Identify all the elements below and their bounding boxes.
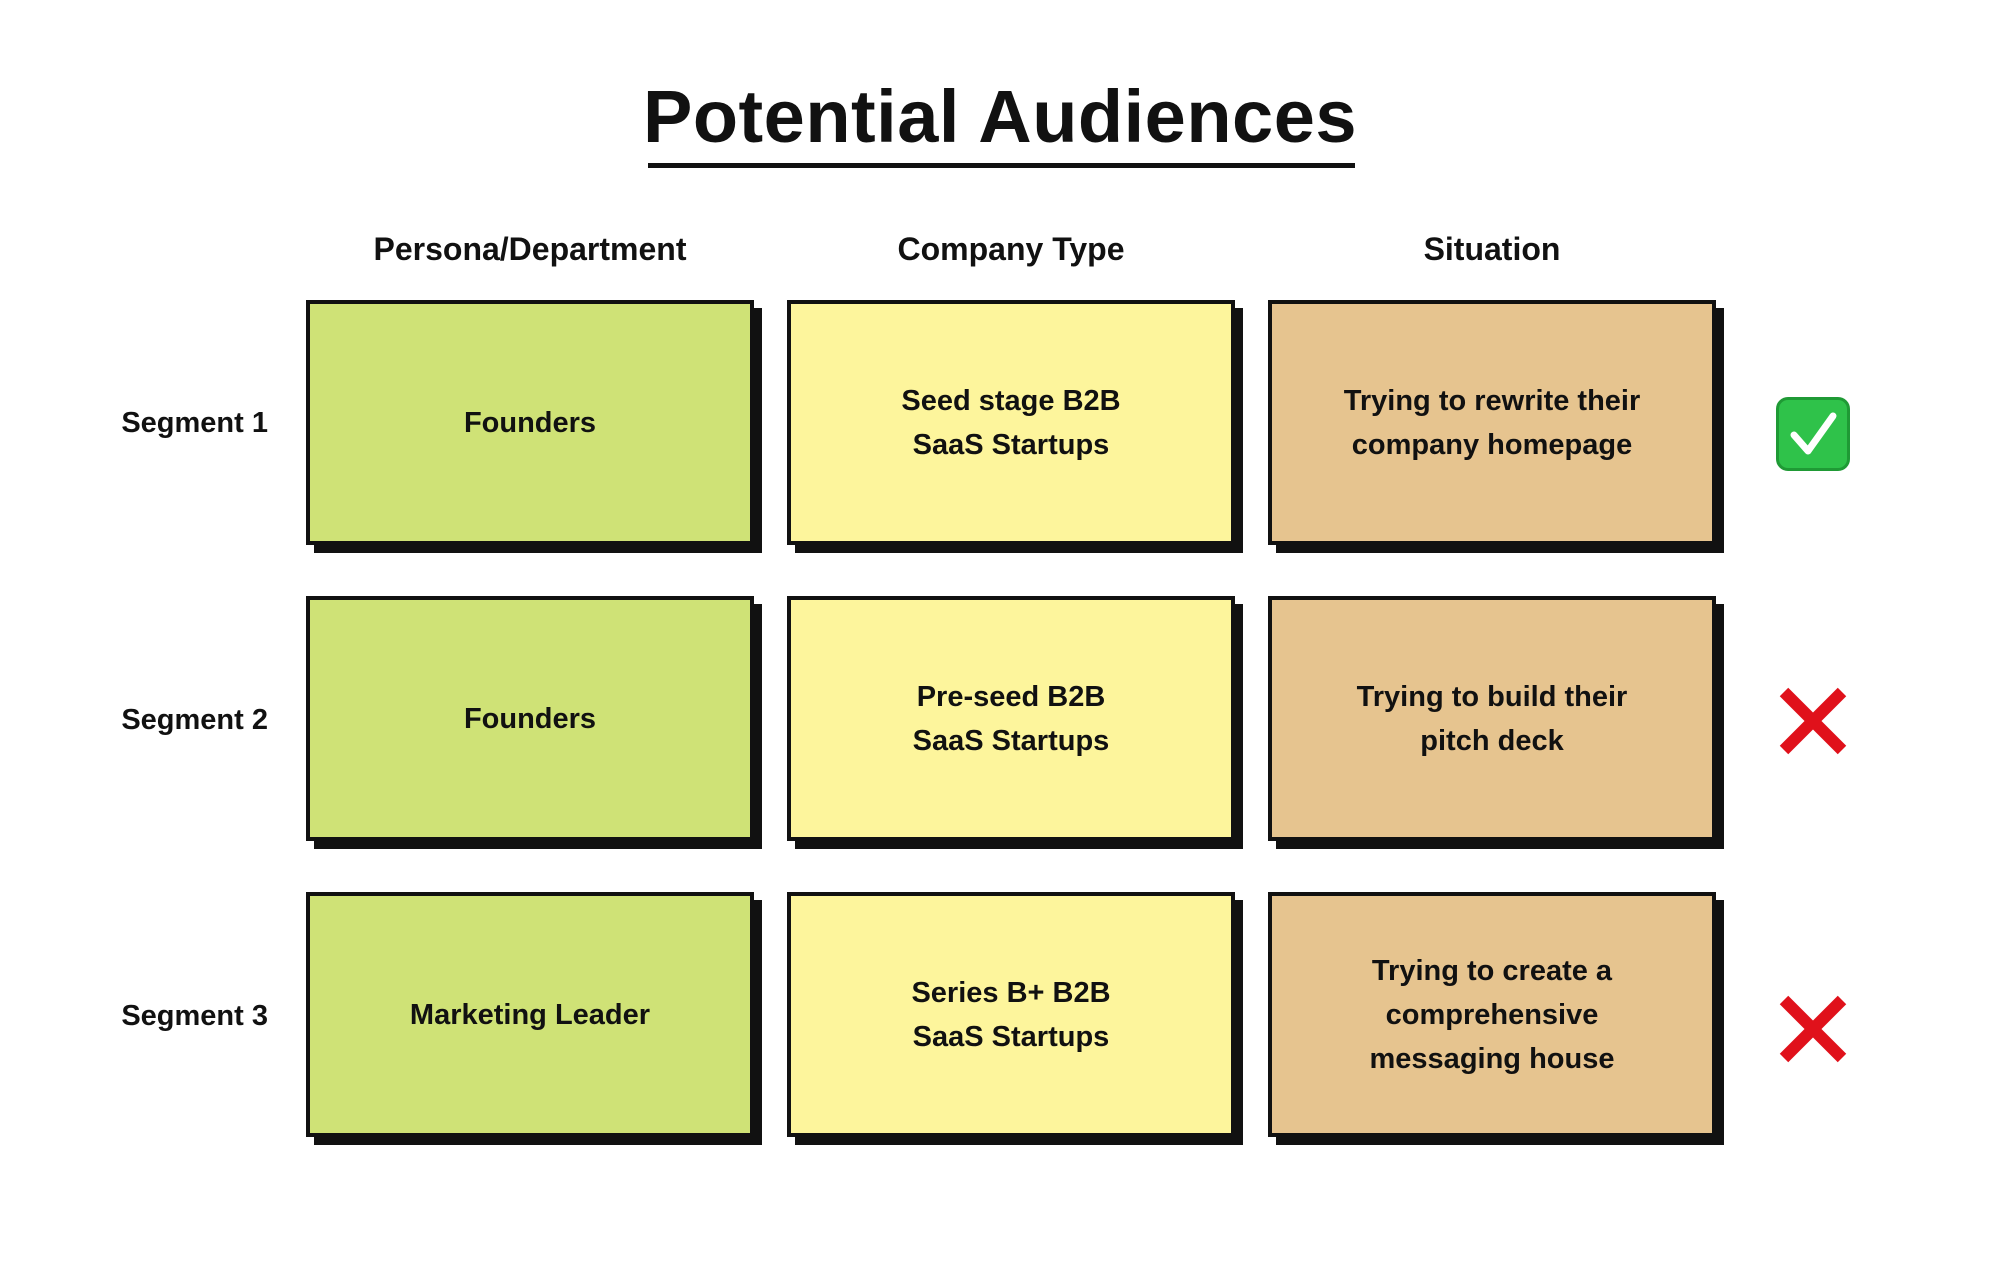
column-header-company-type: Company Type xyxy=(897,231,1125,267)
segment-label: Segment 2 xyxy=(121,704,268,736)
situation-text: Trying to create a comprehensive messagi… xyxy=(1369,954,1615,1075)
persona-card: Founders xyxy=(306,300,754,545)
situation-card: Trying to create a comprehensive messagi… xyxy=(1268,892,1716,1137)
situation-text: Trying to rewrite their company homepage xyxy=(1343,384,1641,461)
segment-label: Segment 1 xyxy=(121,407,268,439)
cross-mark-icon xyxy=(1776,684,1850,758)
company-type-text: Seed stage B2B SaaS Startups xyxy=(901,384,1121,461)
company-type-card: Series B+ B2B SaaS Startups xyxy=(787,892,1235,1137)
company-type-text: Series B+ B2B SaaS Startups xyxy=(911,976,1111,1053)
cross-mark-icon xyxy=(1776,992,1850,1066)
situation-card: Trying to rewrite their company homepage xyxy=(1268,300,1716,545)
persona-text: Founders xyxy=(463,406,597,439)
persona-text: Marketing Leader xyxy=(409,998,651,1031)
title-underline xyxy=(648,163,1355,168)
segment-label: Segment 3 xyxy=(121,1000,268,1032)
column-header-persona: Persona/Department xyxy=(373,231,687,267)
situation-card: Trying to build their pitch deck xyxy=(1268,596,1716,841)
company-type-card: Seed stage B2B SaaS Startups xyxy=(787,300,1235,545)
persona-card: Founders xyxy=(306,596,754,841)
page-title: Potential Audiences xyxy=(642,75,1358,158)
situation-text: Trying to build their pitch deck xyxy=(1356,680,1628,757)
column-header-situation: Situation xyxy=(1423,231,1561,267)
company-type-card: Pre-seed B2B SaaS Startups xyxy=(787,596,1235,841)
persona-card: Marketing Leader xyxy=(306,892,754,1137)
company-type-text: Pre-seed B2B SaaS Startups xyxy=(912,680,1110,757)
persona-text: Founders xyxy=(463,702,597,735)
check-mark-icon xyxy=(1776,397,1850,471)
